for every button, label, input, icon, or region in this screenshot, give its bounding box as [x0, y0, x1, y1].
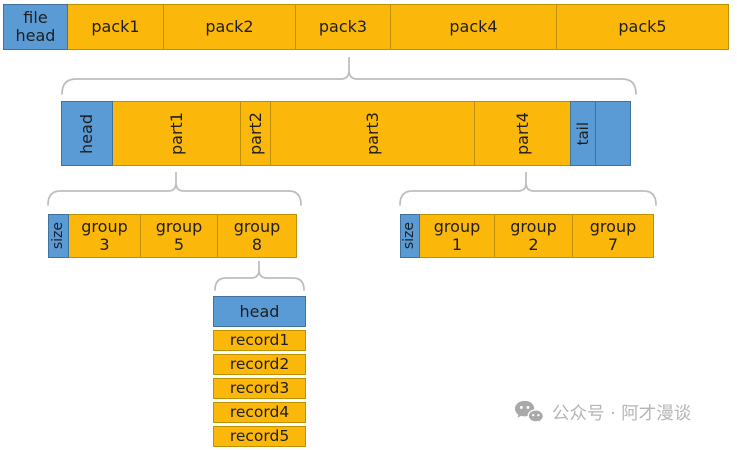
part3-cell: part3: [270, 101, 475, 166]
group2-num: 2: [528, 235, 539, 254]
pack5-cell: pack5: [556, 4, 729, 50]
watermark-text: 公众号 · 阿才漫谈: [552, 404, 692, 424]
brace-pack3-to-detail-row: [61, 57, 637, 95]
group5-word: group: [155, 217, 203, 237]
pack2-cell: pack2: [163, 4, 296, 50]
group7-num: 7: [607, 235, 619, 254]
record-stack-head-label: head: [239, 301, 280, 321]
group3-word: group: [81, 217, 128, 237]
record2-label: record2: [229, 354, 290, 373]
left-size-label: size: [49, 222, 66, 250]
record-stack-head-cell: head: [213, 296, 306, 327]
group3-num: 3: [99, 235, 110, 254]
part4-cell: part4: [474, 101, 571, 166]
part2-label: part2: [245, 112, 265, 155]
group8-word: group: [233, 217, 281, 237]
tail-reserved-cell: [595, 101, 631, 166]
group2-word: group: [510, 217, 557, 237]
pack4-cell: pack4: [390, 4, 557, 50]
group1-num: 1: [451, 235, 463, 254]
record1-cell: record1: [213, 330, 306, 351]
pack3-cell: pack3: [295, 4, 391, 50]
brace-group8-to-record-stack: [214, 261, 305, 291]
pack5-label: pack5: [618, 17, 667, 37]
pack1-label: pack1: [91, 17, 140, 37]
file-head-line1: file: [23, 8, 48, 28]
group1-word: group: [433, 217, 481, 237]
group5-num: 5: [173, 235, 185, 254]
record3-cell: record3: [213, 378, 306, 399]
watermark: 公众号 · 阿才漫谈: [514, 399, 691, 426]
right-size-cell: size: [400, 214, 420, 258]
part1-label: part1: [166, 112, 186, 155]
record4-cell: record4: [213, 402, 306, 423]
tail-cell: tail: [570, 101, 596, 166]
part2-cell: part2: [240, 101, 271, 166]
part1-cell: part1: [112, 101, 241, 166]
head-label: head: [77, 113, 97, 154]
group8-num: 8: [251, 235, 263, 254]
right-size-label: size: [401, 222, 418, 250]
record5-cell: record5: [213, 426, 306, 447]
record3-label: record3: [229, 378, 290, 397]
file-head-line2: head: [15, 26, 56, 45]
record1-label: record1: [229, 330, 290, 349]
pack2-label: pack2: [205, 17, 254, 37]
brace-part1-to-left-groups: [47, 172, 302, 206]
record4-label: record4: [229, 402, 290, 421]
wechat-icon: [514, 400, 545, 425]
record5-label: record5: [229, 426, 290, 445]
record2-cell: record2: [213, 354, 306, 375]
part3-label: part3: [362, 112, 382, 155]
tail-label: tail: [573, 121, 592, 146]
pack-detail-row: head part1 part2 part3 part4 tail: [61, 101, 631, 166]
head-cell: head: [61, 101, 113, 166]
group7-word: group: [589, 217, 637, 237]
record-stack: head record1 record2 record3 record4 rec…: [213, 296, 306, 447]
pack3-label: pack3: [318, 17, 368, 37]
pack1-cell: pack1: [67, 4, 164, 50]
left-size-cell: size: [48, 214, 69, 258]
brace-part4-to-right-groups: [399, 172, 657, 206]
pack4-label: pack4: [449, 17, 498, 37]
part4-label: part4: [512, 112, 532, 155]
